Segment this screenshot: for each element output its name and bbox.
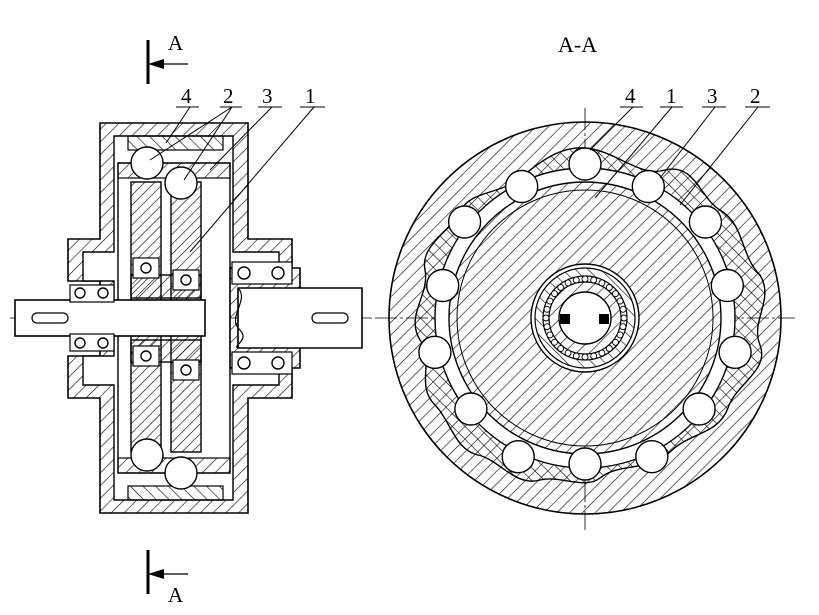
needle-rollers xyxy=(542,275,628,361)
track-ball xyxy=(682,392,716,426)
needle-roller xyxy=(543,323,551,331)
output-shaft xyxy=(234,287,363,349)
input-bearings xyxy=(69,284,115,352)
track-ball xyxy=(688,205,723,239)
section-cut-marker-top xyxy=(146,40,188,84)
callout-leaders-left xyxy=(149,106,325,253)
track-ball xyxy=(447,205,482,239)
needle-roller xyxy=(598,349,606,357)
callout-4-right: 4 xyxy=(625,84,636,108)
needle-roller xyxy=(598,279,606,287)
track-ball xyxy=(454,392,488,426)
needle-roller xyxy=(620,314,628,322)
needle-roller xyxy=(605,345,613,352)
needle-roller xyxy=(546,297,554,305)
needle-roller xyxy=(572,352,580,360)
needle-roller xyxy=(612,338,619,346)
callout-2: 2 xyxy=(223,84,234,108)
cut-label-bottom: A xyxy=(168,583,184,607)
needle-roller xyxy=(551,290,558,298)
callout-1: 1 xyxy=(305,84,316,108)
callout-2-right: 2 xyxy=(750,84,761,108)
cut-label-top: A xyxy=(168,31,184,55)
needle-roller xyxy=(564,349,572,357)
inner-bearings xyxy=(132,257,200,381)
track-balls xyxy=(418,147,752,481)
key-right xyxy=(599,314,609,324)
needle-roller xyxy=(616,297,624,305)
needle-roller xyxy=(542,314,550,322)
keyway-right xyxy=(311,312,349,324)
needle-roller xyxy=(590,352,598,360)
needle-roller xyxy=(564,279,572,287)
key-left xyxy=(560,314,570,324)
track-ball xyxy=(568,147,602,181)
needle-roller xyxy=(557,345,565,352)
input-shaft xyxy=(14,299,206,337)
needle-roller xyxy=(616,331,624,339)
longitudinal-section-view: 4 2 3 1 A A xyxy=(10,31,372,607)
cross-section-view: 4 1 3 2 A-A xyxy=(375,32,795,530)
needle-roller xyxy=(619,305,627,313)
track-ball xyxy=(710,268,744,303)
track-ball xyxy=(418,335,452,369)
output-bearings xyxy=(231,261,293,375)
needle-roller xyxy=(612,290,619,298)
track-ball xyxy=(505,169,539,204)
track-ball xyxy=(568,447,602,481)
needle-roller xyxy=(590,276,598,284)
track-ball xyxy=(426,268,460,303)
needle-roller xyxy=(572,276,580,284)
needle-roller xyxy=(605,284,613,291)
needle-roller xyxy=(557,284,565,291)
callout-1-right: 1 xyxy=(666,84,677,108)
section-cut-marker-bottom xyxy=(146,550,188,594)
callout-3: 3 xyxy=(262,84,273,108)
track-ball xyxy=(631,169,665,204)
needle-roller xyxy=(581,275,589,283)
callout-leaders-right xyxy=(589,106,770,206)
needle-roller xyxy=(551,338,558,346)
track-ball xyxy=(501,440,535,474)
callout-4: 4 xyxy=(181,84,192,108)
track-ball xyxy=(718,335,752,369)
needle-roller xyxy=(546,331,554,339)
callout-3-right: 3 xyxy=(707,84,718,108)
needle-roller xyxy=(543,305,551,313)
track-ball xyxy=(635,440,669,474)
rolling-balls xyxy=(130,146,198,490)
needle-roller xyxy=(619,323,627,331)
section-title: A-A xyxy=(558,32,597,57)
needle-roller xyxy=(581,353,589,361)
keyway-left xyxy=(31,312,69,324)
